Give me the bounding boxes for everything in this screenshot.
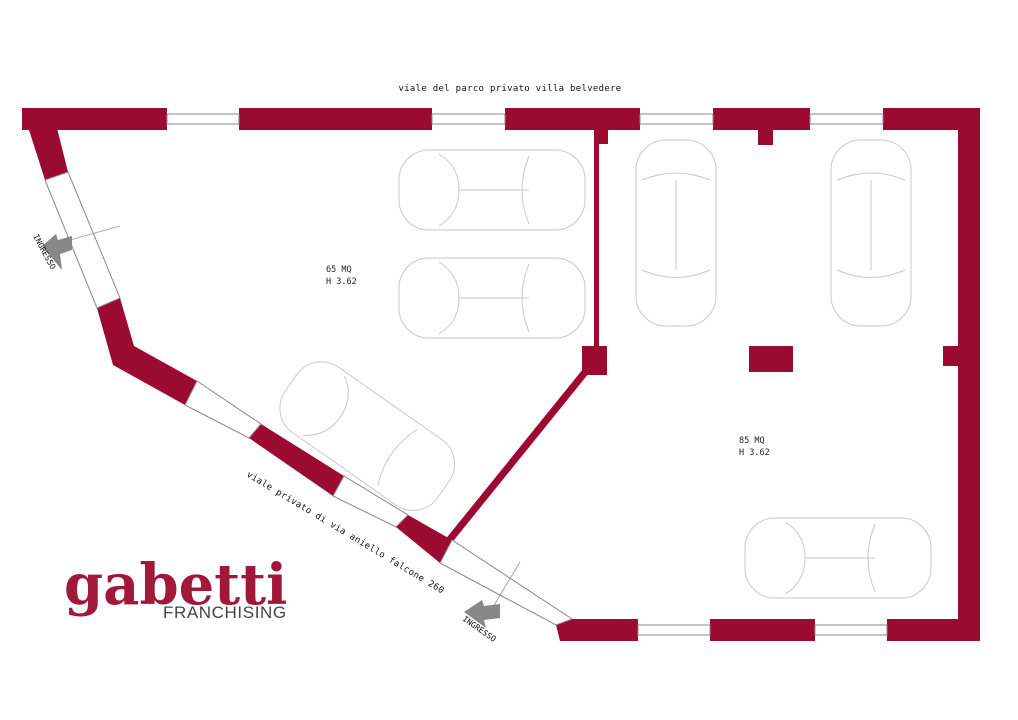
wall-right <box>958 108 980 641</box>
wall-left-corner <box>97 298 197 405</box>
arrow-icon <box>464 600 500 628</box>
column-top-1 <box>594 130 608 144</box>
logo-subtitle: FRANCHISING <box>163 603 287 622</box>
car-2 <box>398 257 586 339</box>
window-top-3 <box>639 113 714 125</box>
window-top-4 <box>809 113 884 125</box>
column-right <box>943 346 958 366</box>
windows <box>44 113 888 636</box>
entrance-line-bottom <box>489 561 521 613</box>
column-top-2 <box>758 130 773 145</box>
partition-column <box>582 346 607 375</box>
logo-wordmark: gabetti <box>64 552 287 618</box>
car-5 <box>830 139 912 327</box>
entrance-line-left <box>69 225 121 241</box>
window-diag-entrance <box>439 539 574 626</box>
entrance-markers <box>42 225 521 628</box>
window-bottom-2 <box>814 624 888 636</box>
wall-bottom-1 <box>566 619 638 641</box>
wall-bottom-2 <box>710 619 815 641</box>
wall-top-1 <box>22 108 167 130</box>
window-top-1 <box>166 113 240 125</box>
car-6 <box>744 517 932 599</box>
window-diag-1 <box>184 380 262 439</box>
window-left-entrance <box>44 171 121 309</box>
partition-diagonal <box>444 369 589 545</box>
car-3 <box>279 361 456 511</box>
car-1 <box>398 149 586 231</box>
wall-diag-1 <box>249 424 344 496</box>
car-4 <box>635 139 717 327</box>
wall-top-3 <box>505 108 640 130</box>
room-2-height: H 3.62 <box>739 448 770 458</box>
window-top-2 <box>431 113 506 125</box>
window-diag-2 <box>332 475 409 528</box>
gabetti-logo: gabetti FRANCHISING <box>64 552 287 622</box>
column-center <box>749 346 793 372</box>
wall-diag-3 <box>556 619 576 641</box>
wall-bottom-3 <box>887 619 980 641</box>
room-2-area: 85 MQ <box>739 436 765 446</box>
room-1-area: 65 MQ <box>326 265 352 275</box>
street-label-top: viale del parco privato villa belvedere <box>398 84 621 94</box>
wall-top-2 <box>239 108 432 130</box>
room-1-height: H 3.62 <box>326 277 357 287</box>
wall-left-top <box>22 108 68 180</box>
partition-vertical <box>594 130 599 348</box>
wall-top-5 <box>883 108 980 130</box>
wall-top-4 <box>713 108 810 130</box>
walls <box>22 108 980 641</box>
window-bottom-1 <box>637 624 711 636</box>
wall-diag-2 <box>396 515 452 563</box>
arrow-icon <box>42 234 72 270</box>
